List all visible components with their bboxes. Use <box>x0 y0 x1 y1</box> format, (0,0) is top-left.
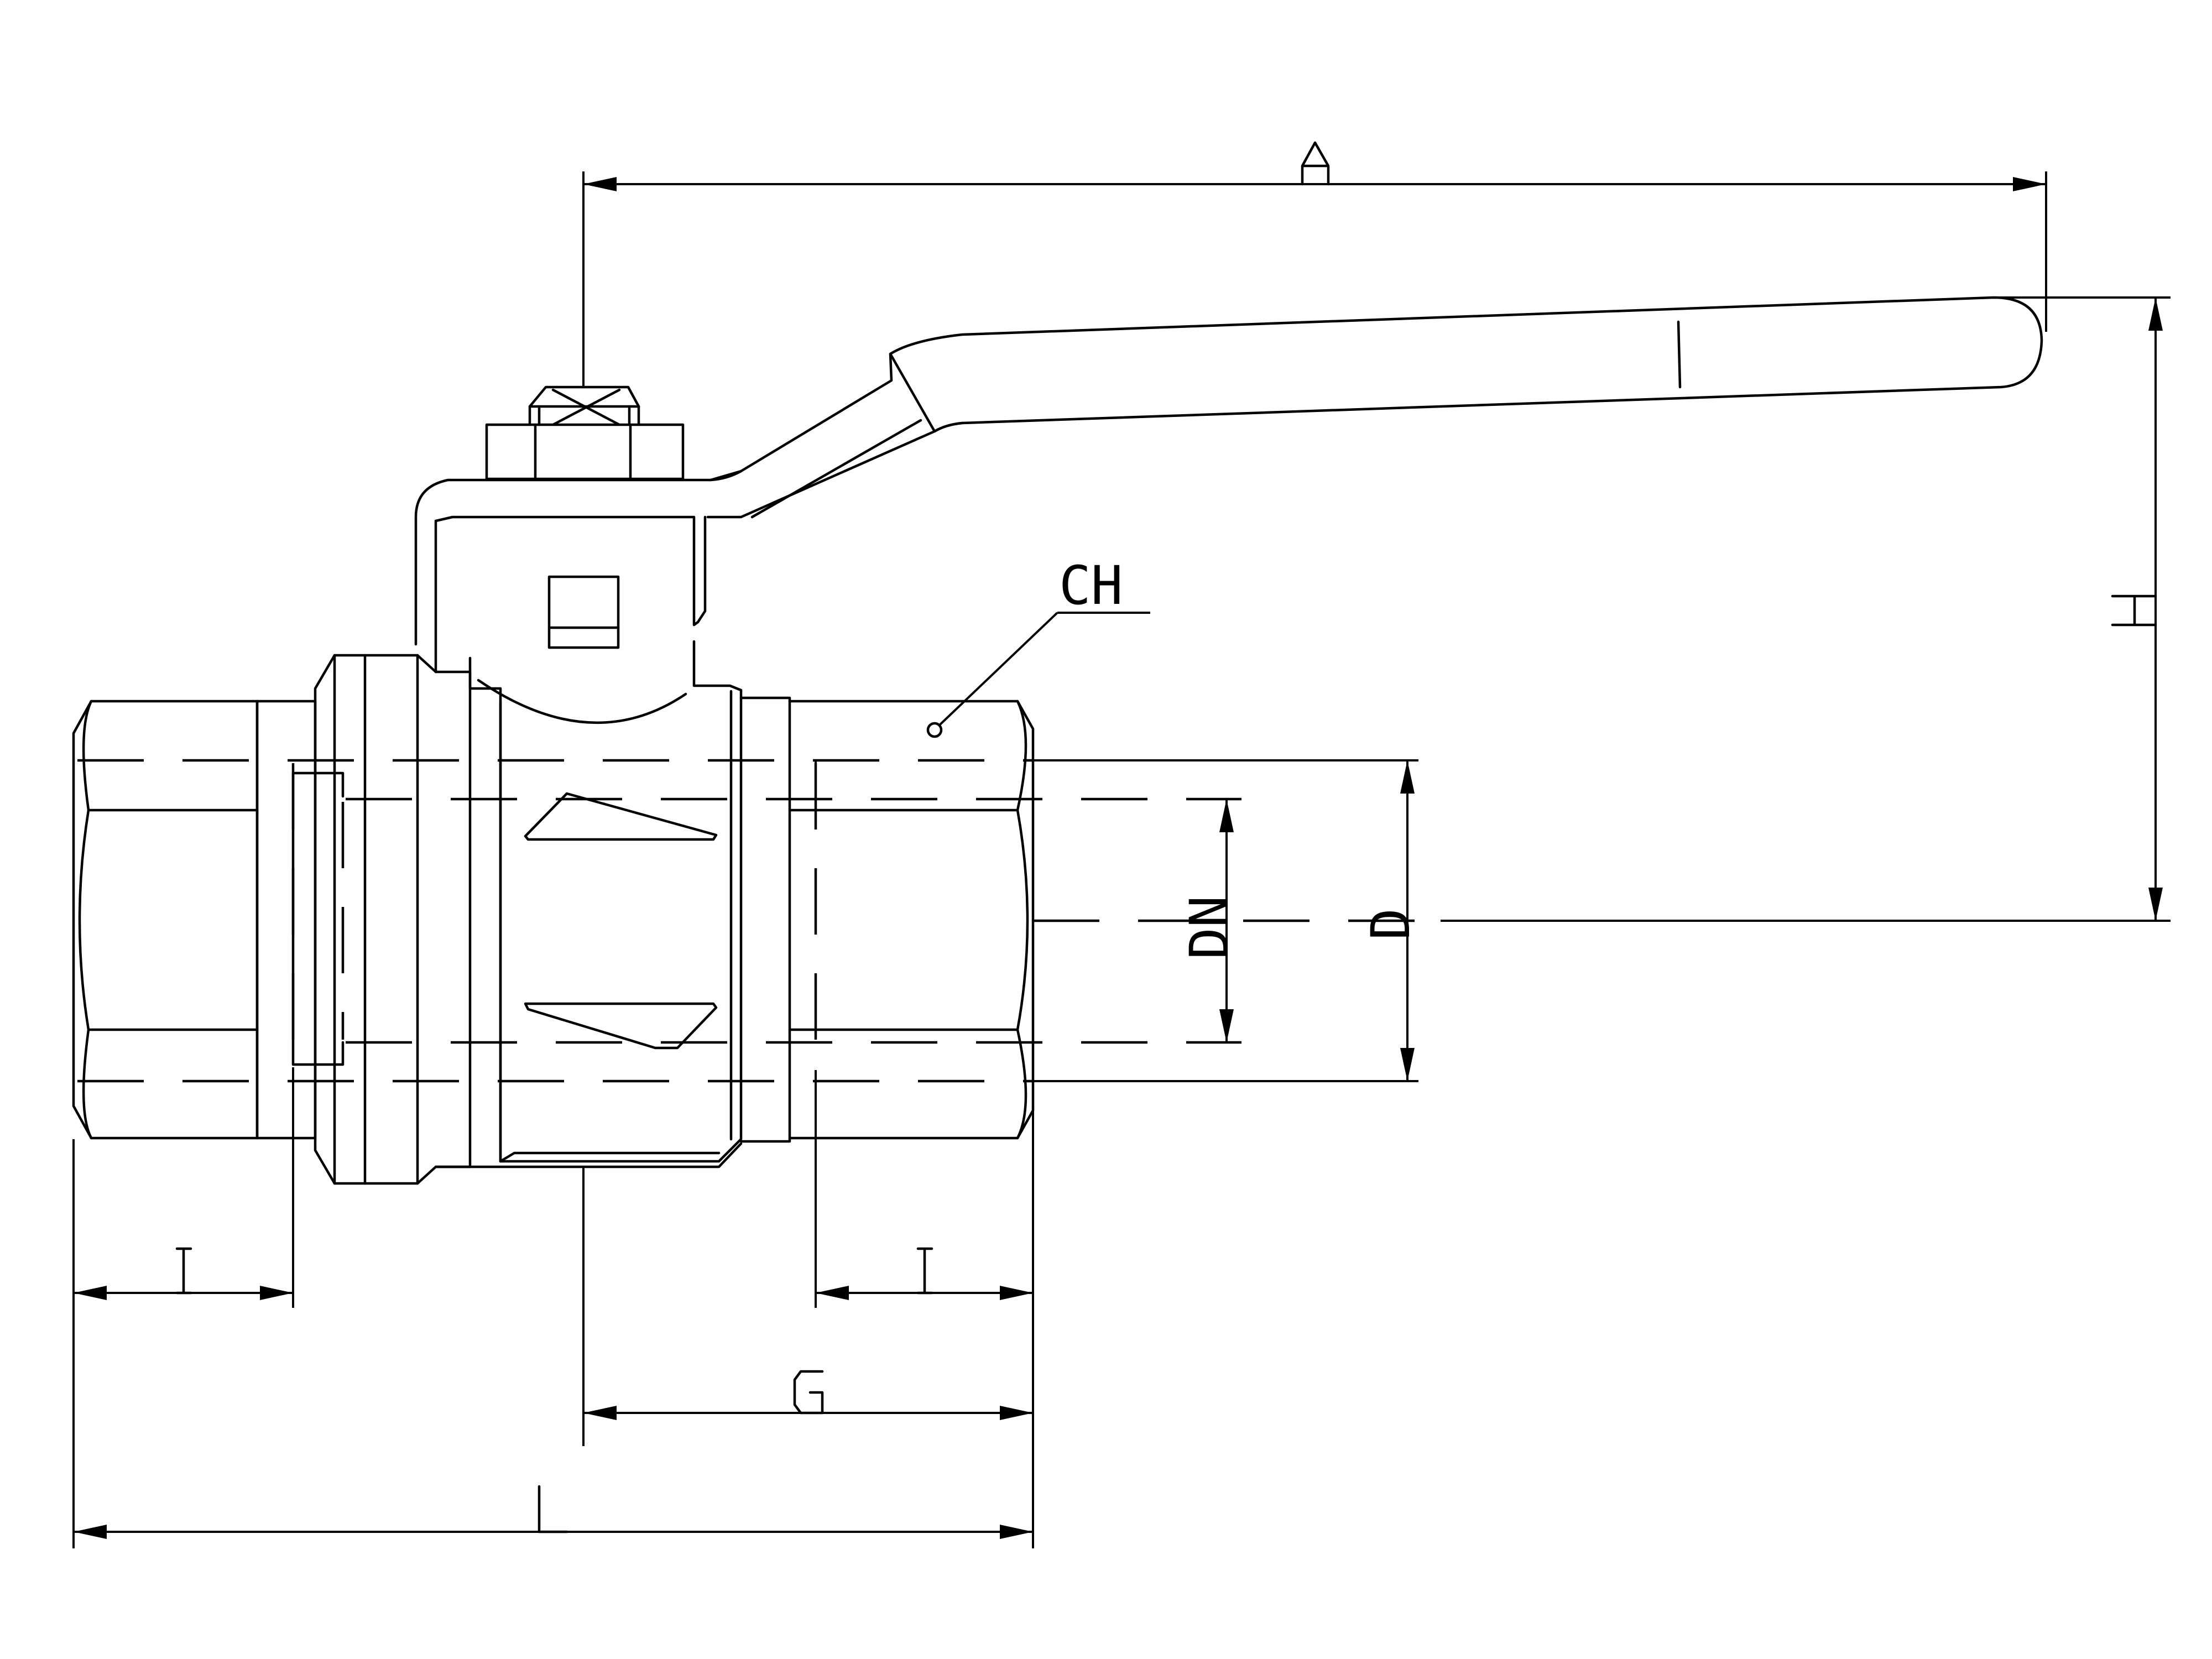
ball-slot-bottom <box>524 1002 718 1050</box>
left-nut <box>314 654 472 1185</box>
dim-A-arrow-right <box>2013 177 2046 191</box>
stem-top <box>528 385 640 426</box>
stem-window <box>547 575 620 649</box>
stem-housing <box>434 515 707 674</box>
dim-H-arrow-top <box>2148 298 2163 331</box>
dim-L-arrow-b <box>1000 1525 1033 1539</box>
ball-slot-top <box>524 792 718 841</box>
dim-G-arrow-b <box>1000 1406 1033 1420</box>
dim-A-arrow-left <box>583 177 617 191</box>
handle-lower-edge <box>933 421 964 433</box>
dim-I-left-arrow-a <box>74 1286 107 1300</box>
dim-I-left-arrow-b <box>260 1286 293 1300</box>
hidden-lines <box>77 759 2171 1083</box>
dim-DN-arrow-bottom <box>1219 1009 1234 1042</box>
body-bottom <box>434 1142 743 1168</box>
gland-nut <box>485 423 685 481</box>
dim-H-glyph <box>2111 594 2157 627</box>
handle-neck <box>750 419 922 519</box>
dim-D-arrow-bottom <box>1400 1048 1415 1081</box>
dim-I-right-glyph <box>916 1247 933 1295</box>
right-hex-end <box>788 700 1035 1140</box>
ch-point <box>926 722 943 738</box>
stem-cross <box>551 388 621 426</box>
dim-DN-arrow-top <box>1219 799 1234 832</box>
dim-I-right-arrow-a <box>816 1286 849 1300</box>
handle-bend <box>709 352 936 482</box>
dim-G-glyph <box>793 1370 824 1415</box>
valve-body <box>72 515 1035 1185</box>
right-collar <box>739 696 791 1143</box>
right-hex-facets <box>789 700 1029 1140</box>
handle-assembly <box>414 296 2043 646</box>
ch-leader <box>938 612 1058 727</box>
dim-I-right-arrow-b <box>1000 1286 1033 1300</box>
dimensions: A H CH D DN I <box>72 141 2171 1548</box>
ch-label: CH <box>1059 555 1123 617</box>
handle-mark <box>1677 320 1682 389</box>
central-body <box>468 640 743 1163</box>
left-hex-end <box>72 700 259 1140</box>
dim-D-arrow-top <box>1400 760 1415 794</box>
dim-L-arrow-a <box>74 1525 107 1539</box>
dim-DN-label: DN <box>1178 895 1240 959</box>
dim-A-glyph <box>1301 141 1330 186</box>
left-hex-shoulder <box>255 700 317 1140</box>
dim-L-glyph <box>538 1485 568 1533</box>
dim-G-arrow-a <box>583 1406 617 1420</box>
dim-D-label: D <box>1360 908 1422 940</box>
handle-lever <box>414 296 2043 646</box>
dim-I-left-glyph <box>175 1247 192 1295</box>
dim-H-arrow-bottom <box>2148 888 2163 921</box>
left-hex-facets <box>78 700 259 1140</box>
body-neck-arc <box>477 679 687 724</box>
